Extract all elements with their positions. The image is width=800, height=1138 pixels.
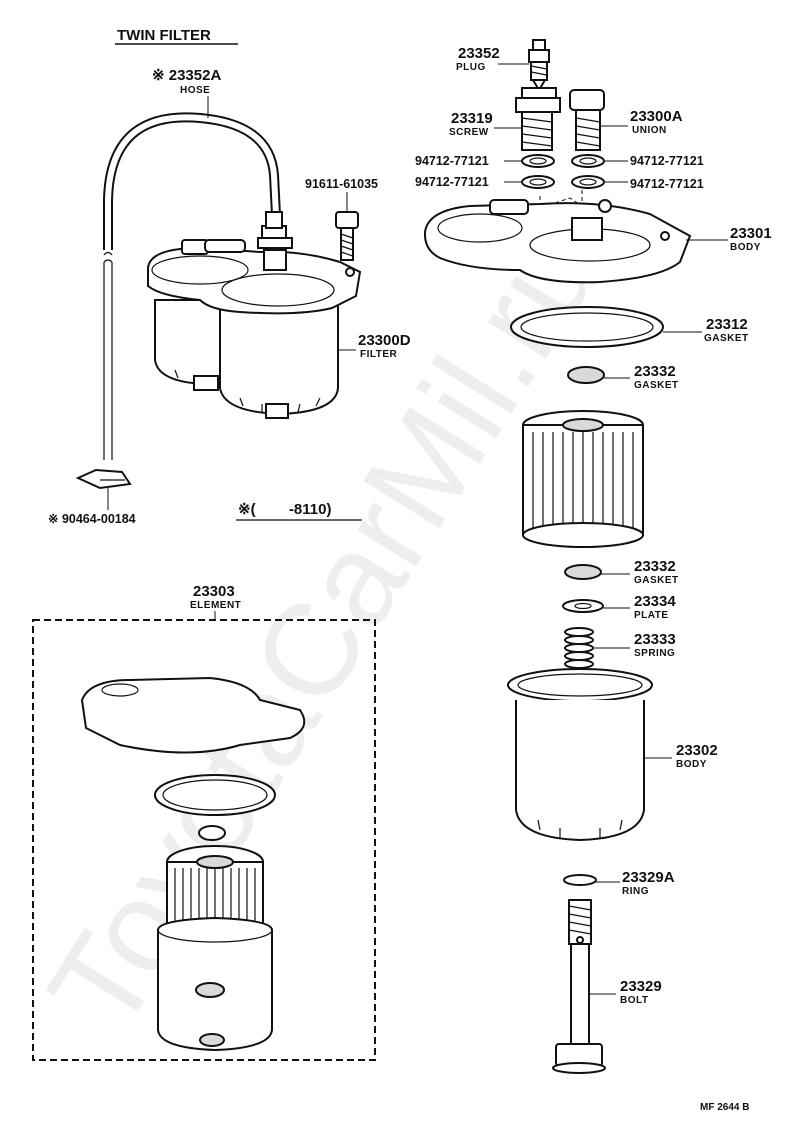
label-23352-name: PLUG — [456, 62, 486, 73]
label-23329A-number: 23329A — [622, 869, 675, 886]
label-23333-name: SPRING — [634, 648, 675, 659]
spring-23333-drawing[interactable] — [564, 627, 594, 669]
plate-23334-drawing[interactable] — [562, 599, 604, 613]
label-23332a-number: 23332 — [634, 363, 676, 380]
screw-23319-drawing[interactable] — [515, 87, 561, 151]
label-23300D-name: FILTER — [360, 349, 398, 360]
label-23300A-number: 23300A — [630, 108, 683, 125]
label-washer-4: 94712-77121 — [630, 177, 704, 191]
label-23329-number: 23329 — [620, 978, 662, 995]
label-23332b-name: GASKET — [634, 575, 679, 586]
ring-23329A-drawing[interactable] — [563, 874, 597, 886]
body-23301-drawing[interactable] — [423, 199, 692, 284]
label-23303-name: ELEMENT — [190, 600, 241, 611]
twin-filter-assembly[interactable] — [75, 112, 362, 490]
label-23334-name: PLATE — [634, 610, 669, 621]
filter-element-drawing[interactable] — [522, 410, 644, 548]
footer-code: MF 2644 B — [700, 1102, 749, 1113]
label-23332b-number: 23332 — [634, 558, 676, 575]
label-23300D-number: 23300D — [358, 332, 411, 349]
element-kit-box[interactable] — [32, 619, 376, 1061]
label-23333-number: 23333 — [634, 631, 676, 648]
label-washer-1: 94712-77121 — [415, 154, 489, 168]
label-23334-number: 23334 — [634, 593, 676, 610]
plug-23352-drawing[interactable] — [528, 39, 550, 92]
label-23300A-name: UNION — [632, 125, 667, 136]
label-23312-name: GASKET — [704, 333, 749, 344]
bolt-23329-drawing[interactable] — [552, 899, 606, 1074]
label-23352A-number: ※ 23352A — [152, 67, 221, 84]
label-23301-name: BODY — [730, 242, 761, 253]
label-23319-name: SCREW — [449, 127, 489, 138]
washer-2-drawing[interactable] — [571, 154, 605, 168]
label-90464-number: ※ 90464-00184 — [48, 512, 136, 526]
title-group: TWIN FILTER — [115, 27, 238, 45]
label-23352A-name: HOSE — [180, 85, 210, 96]
gasket-23332-bottom-drawing[interactable] — [564, 564, 602, 580]
right-labels: 23352 PLUG 23319 SCREW 23300A UNION 9471… — [415, 45, 772, 1113]
element-labels: 23303 ELEMENT — [190, 583, 241, 620]
label-23301-number: 23301 — [730, 225, 772, 242]
label-23312-number: 23312 — [706, 316, 748, 333]
washer-1-drawing[interactable] — [521, 154, 555, 168]
label-washer-2: 94712-77121 — [630, 154, 704, 168]
gasket-23332-top-drawing[interactable] — [567, 366, 605, 384]
bowl-23302-drawing[interactable] — [507, 668, 653, 842]
label-23332a-name: GASKET — [634, 380, 679, 391]
page-title: TWIN FILTER — [117, 27, 211, 44]
label-washer-3: 94712-77121 — [415, 175, 489, 189]
washer-3-drawing[interactable] — [521, 175, 555, 189]
union-23300A-drawing[interactable] — [569, 89, 605, 151]
right-bowl-drawing[interactable] — [219, 299, 339, 416]
label-23329A-name: RING — [622, 886, 649, 897]
gasket-23312-drawing[interactable] — [510, 306, 664, 348]
label-23319-number: 23319 — [451, 110, 493, 127]
label-91611-number: 91611-61035 — [305, 177, 378, 191]
hose-clip-drawing[interactable] — [75, 468, 132, 490]
label-23302-number: 23302 — [676, 742, 718, 759]
left-labels: ※ 23352A HOSE 91611-61035 23300D FILTER … — [48, 67, 411, 526]
bolt-91611-drawing[interactable] — [335, 211, 359, 261]
washer-4-drawing[interactable] — [571, 175, 605, 189]
label-23302-name: BODY — [676, 759, 707, 770]
label-23303-number: 23303 — [193, 583, 235, 600]
label-23329-name: BOLT — [620, 995, 648, 1006]
applicability-note: ※( -8110) — [238, 501, 331, 518]
label-23352-number: 23352 — [458, 45, 500, 62]
